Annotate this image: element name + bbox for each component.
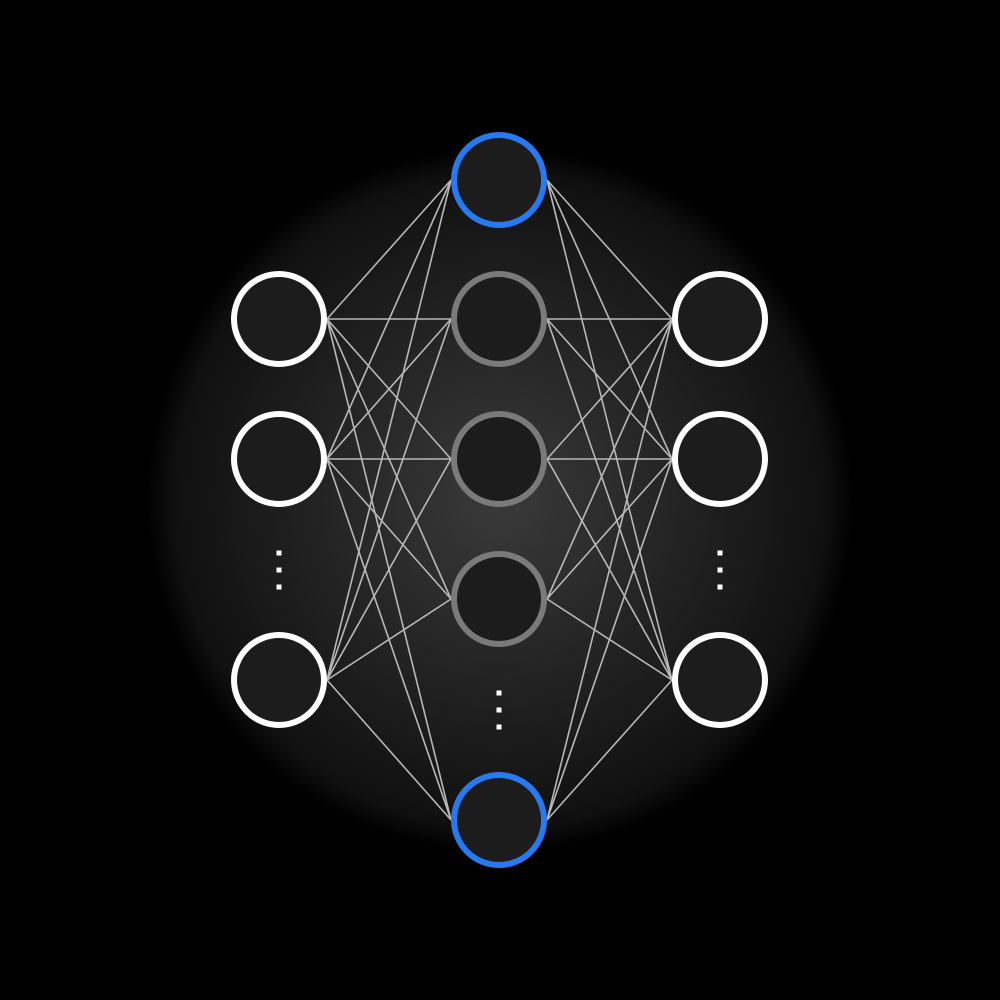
neuron-input-2 — [231, 632, 327, 728]
edge-hidden-3-to-output-0 — [546, 318, 673, 600]
neuron-input-0 — [231, 271, 327, 367]
neuron-input-1 — [231, 411, 327, 507]
neuron-hidden-2 — [451, 411, 547, 507]
neuron-hidden-1 — [451, 271, 547, 367]
ellipsis-dot-output-0 — [717, 550, 723, 556]
neuron-hidden-0-highlighted — [451, 132, 547, 228]
edge-hidden-1-to-output-2 — [546, 318, 673, 681]
ellipsis-input — [276, 550, 282, 590]
edge-hidden-4-to-output-1 — [546, 458, 673, 821]
edge-input-2-to-hidden-4 — [326, 679, 452, 821]
edge-hidden-3-to-output-1 — [546, 458, 673, 600]
edge-input-2-to-hidden-1 — [326, 318, 452, 681]
edge-hidden-4-to-output-2 — [546, 679, 673, 821]
edge-hidden-2-to-output-0 — [546, 318, 673, 460]
edge-hidden-4-to-output-0 — [546, 318, 673, 821]
ellipsis-dot-hidden-2 — [496, 724, 502, 730]
neuron-output-2 — [672, 632, 768, 728]
neurons — [231, 132, 768, 868]
ellipsis-dot-output-2 — [717, 584, 723, 590]
ellipsis-markers — [276, 550, 723, 730]
connections — [326, 179, 673, 821]
edge-input-2-to-hidden-2 — [326, 458, 452, 681]
ellipsis-hidden — [496, 690, 502, 730]
edge-input-1-to-hidden-3 — [326, 458, 452, 600]
edge-hidden-0-to-output-0 — [546, 179, 673, 320]
ellipsis-dot-input-0 — [276, 550, 282, 556]
neuron-output-1 — [672, 411, 768, 507]
ellipsis-dot-hidden-0 — [496, 690, 502, 696]
ellipsis-dot-output-1 — [717, 567, 723, 573]
edge-input-1-to-hidden-0 — [326, 179, 452, 460]
edge-input-1-to-hidden-1 — [326, 318, 452, 460]
neuron-output-0 — [672, 271, 768, 367]
ellipsis-dot-input-1 — [276, 567, 282, 573]
neuron-hidden-3 — [451, 551, 547, 647]
ellipsis-dot-input-2 — [276, 584, 282, 590]
edge-input-2-to-hidden-0 — [326, 179, 452, 681]
neuron-hidden-4-highlighted — [451, 772, 547, 868]
edge-input-0-to-hidden-0 — [326, 179, 452, 320]
ellipsis-output — [717, 550, 723, 590]
edge-input-2-to-hidden-3 — [326, 598, 452, 681]
ellipsis-dot-hidden-1 — [496, 707, 502, 713]
edge-hidden-0-to-output-2 — [546, 179, 673, 681]
